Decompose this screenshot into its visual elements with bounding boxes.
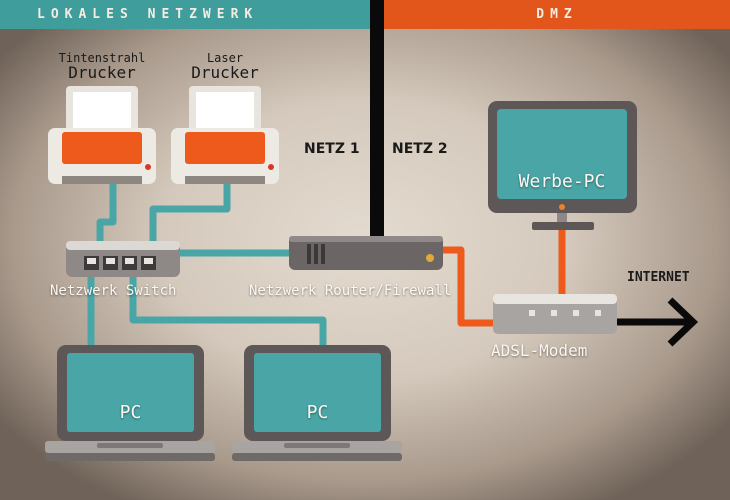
cable-laser-switch xyxy=(149,183,231,244)
laser-printer-label: Laser Drucker xyxy=(170,52,280,81)
inkjet-label-line2: Drucker xyxy=(68,63,136,82)
switch-label: Netzwerk Switch xyxy=(50,283,177,299)
werbe-pc-monitor-icon xyxy=(488,101,637,230)
dmz-cables xyxy=(442,229,566,327)
cable-router-modem xyxy=(442,246,495,327)
internet-arrow xyxy=(615,297,699,347)
laptop-right-icon xyxy=(232,345,402,461)
router-icon xyxy=(289,236,443,270)
cable-inkjet-switch xyxy=(96,183,117,244)
inkjet-printer-label: Tintenstrahl Drucker xyxy=(40,52,164,81)
router-label: Netzwerk Router/Firewall xyxy=(249,283,452,299)
adsl-modem-icon xyxy=(493,294,617,334)
laser-printer-icon xyxy=(171,86,279,184)
internet-label: INTERNET xyxy=(627,270,690,285)
dmz-header: DMZ xyxy=(384,0,730,29)
laser-label-line1: Laser xyxy=(206,51,244,65)
net1-label: NETZ 1 xyxy=(304,141,360,157)
network-switch-icon xyxy=(66,241,180,277)
werbe-pc-label: Werbe-PC xyxy=(518,171,606,192)
modem-label: ADSL-Modem xyxy=(491,341,588,360)
lan-cables xyxy=(87,183,327,348)
pc-left-label: PC xyxy=(119,402,142,423)
network-separator xyxy=(370,0,384,240)
laptop-left-icon xyxy=(45,345,215,461)
net2-label: NETZ 2 xyxy=(392,141,448,157)
pc-right-label: PC xyxy=(306,402,329,423)
cable-switch-pc-right xyxy=(129,276,327,348)
laser-label-line2: Drucker xyxy=(191,63,259,82)
lan-header: LOKALES NETZWERK xyxy=(0,0,370,29)
inkjet-label-line1: Tintenstrahl xyxy=(58,51,146,65)
inkjet-printer-icon xyxy=(48,86,156,184)
